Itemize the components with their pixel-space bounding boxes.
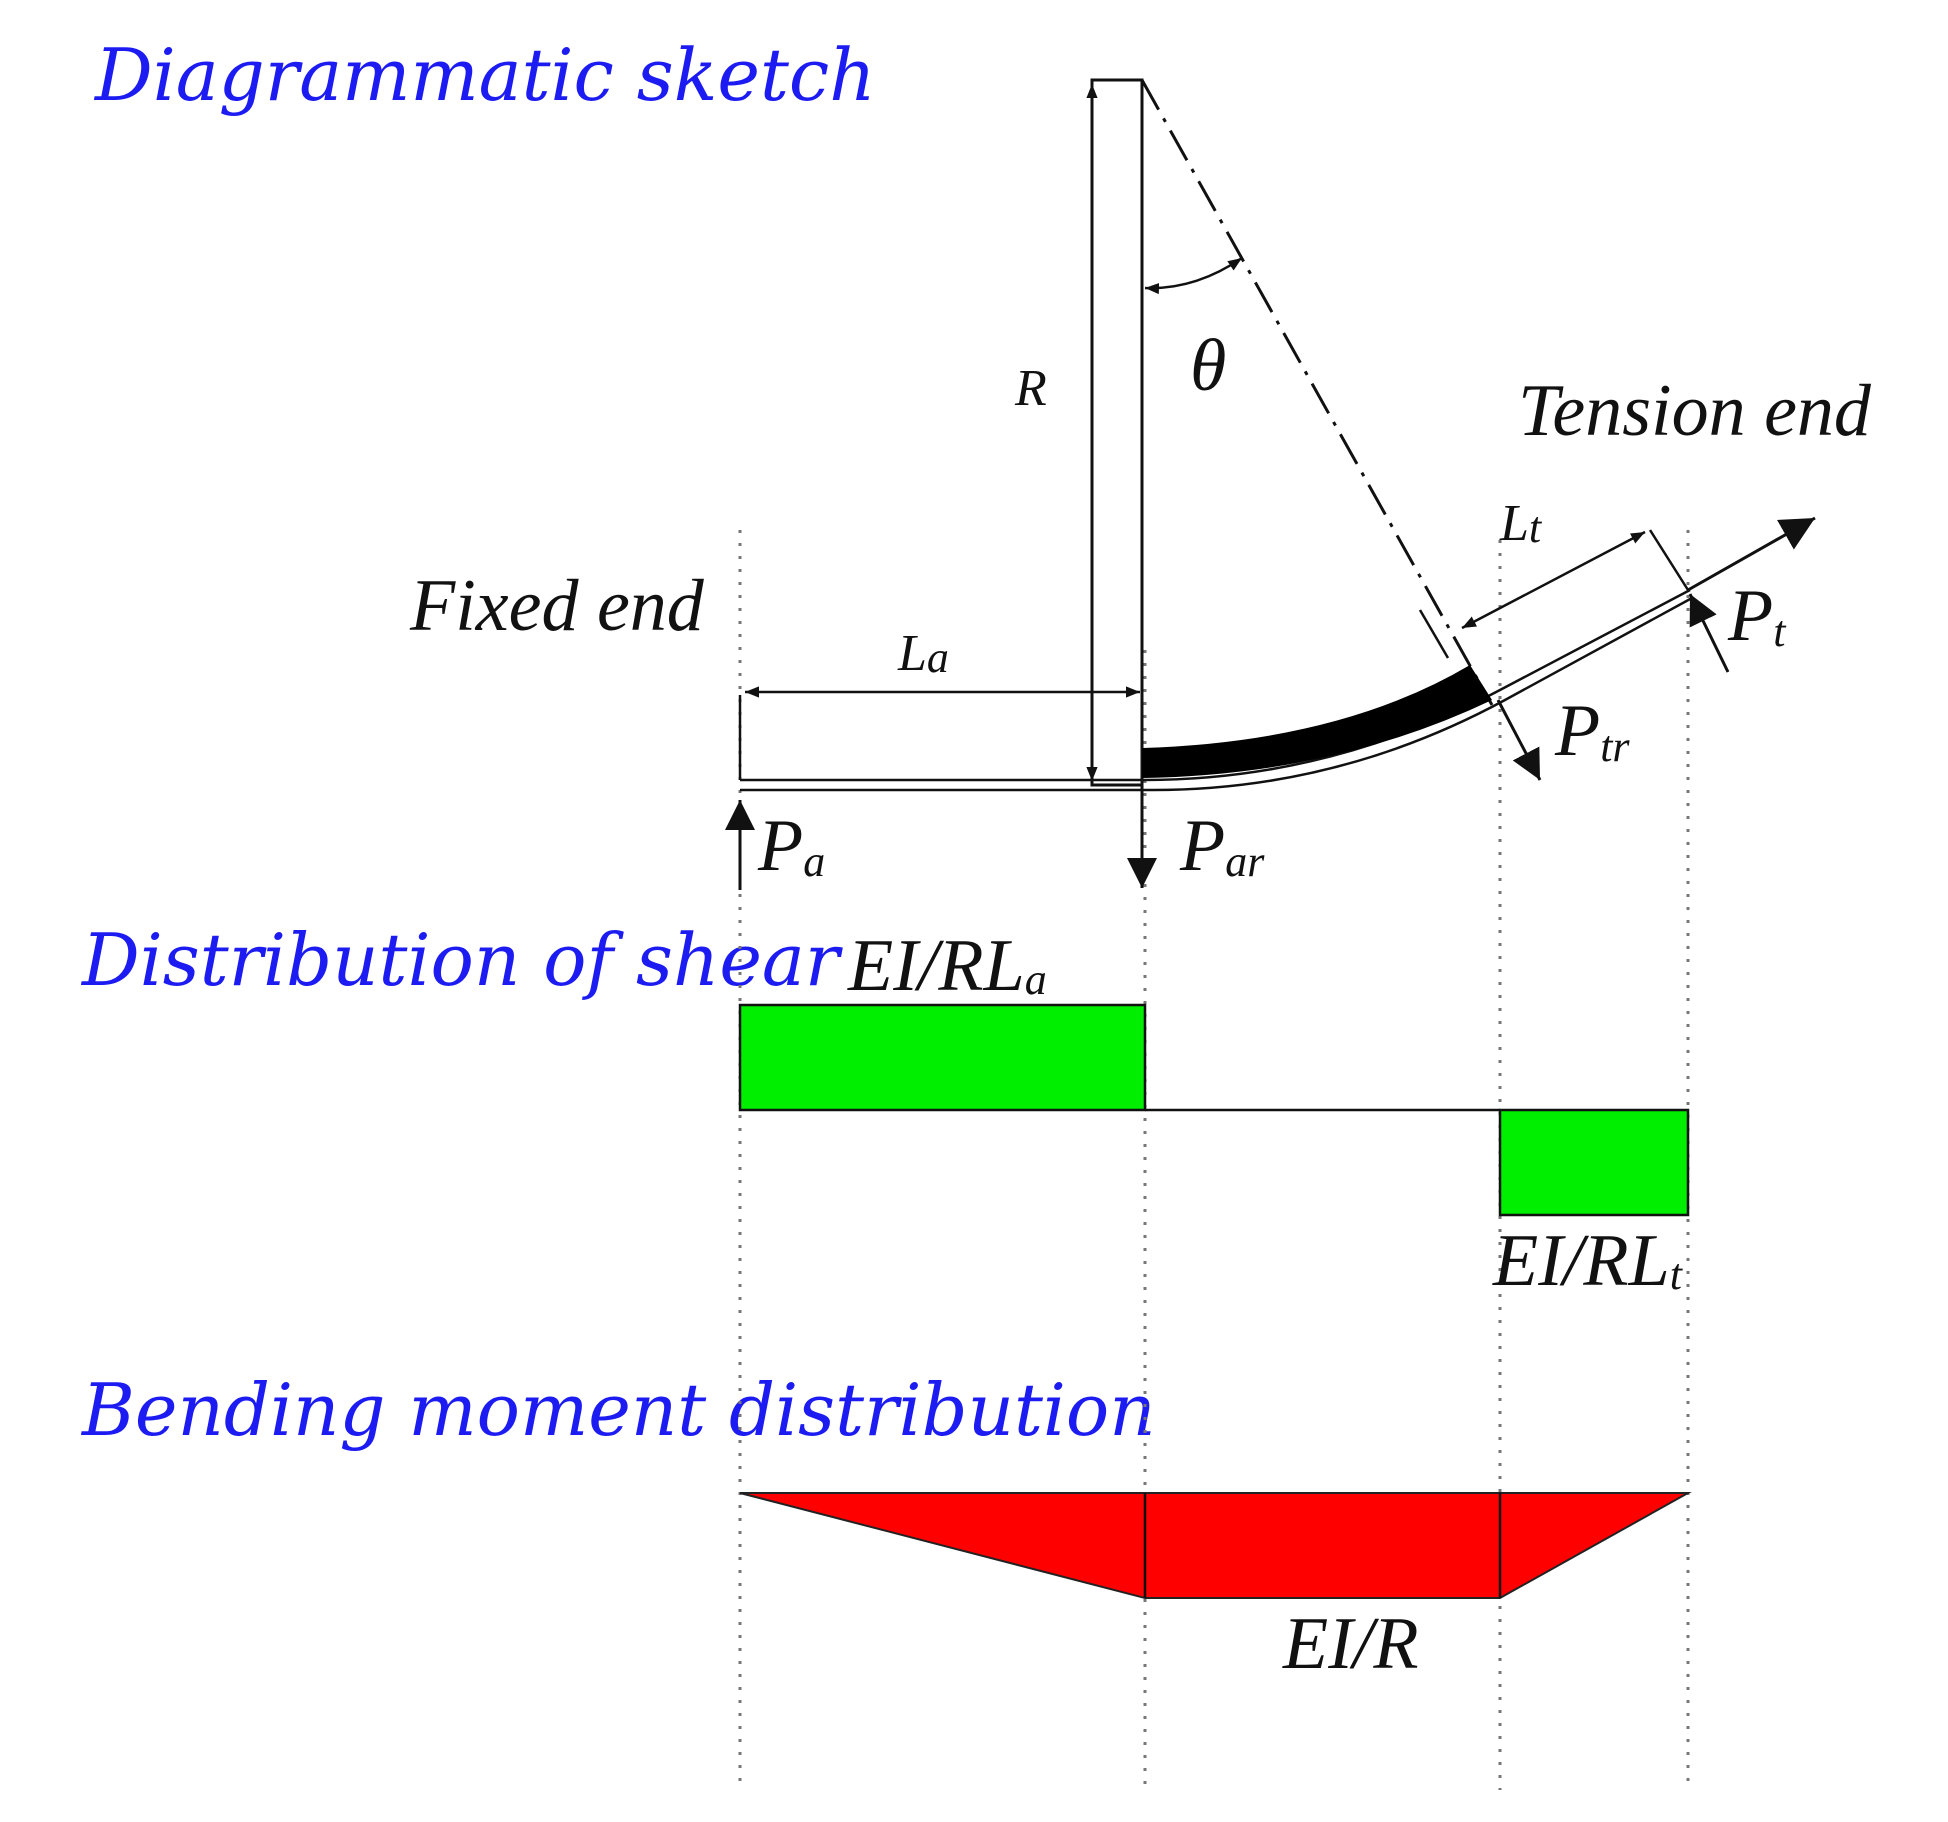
shear-label-tension: EI/RLt — [1492, 1220, 1684, 1302]
beam-curve-bottom — [1144, 596, 1693, 792]
contact-band — [1142, 665, 1492, 778]
heading-distribution-of-shear: Distribution of shear — [80, 918, 843, 1002]
lt-dimension-arrow — [1461, 530, 1646, 630]
shear-label-fixed: EI/RLa — [847, 925, 1047, 1007]
heading-bending-moment-distribution: Bending moment distribution — [80, 1368, 1156, 1452]
angle-theta-label: θ — [1190, 325, 1226, 407]
force-par-label: Par — [1179, 805, 1265, 887]
moment-label: EI/R — [1282, 1603, 1419, 1685]
lt-extension-right — [1648, 529, 1690, 591]
heading-diagrammatic-sketch: Diagrammatic sketch — [93, 33, 876, 117]
radius-label: R — [1014, 360, 1047, 417]
force-pa-label: Pa — [757, 805, 825, 887]
tension-end-label: Tension end — [1518, 370, 1872, 452]
la-label: La — [897, 625, 949, 682]
radius-bar — [1090, 78, 1144, 787]
force-ptr-label: Ptr — [1554, 690, 1630, 772]
force-pt-label: Pt — [1727, 575, 1787, 657]
lt-label: Lt — [1499, 495, 1543, 552]
fixed-end-label: Fixed end — [409, 565, 705, 647]
shear-block-tension-segment — [1498, 1108, 1690, 1217]
moment-diagram — [739, 1492, 1692, 1599]
tension-direction-arrow — [1687, 516, 1816, 592]
shear-block-fixed-segment — [738, 1003, 1147, 1112]
lt-extension-left — [1418, 609, 1450, 659]
angle-arc — [1144, 256, 1243, 295]
force-ptr-arrow — [1496, 699, 1542, 781]
force-pt-arrow — [1688, 593, 1730, 673]
radial-line — [1140, 79, 1494, 706]
